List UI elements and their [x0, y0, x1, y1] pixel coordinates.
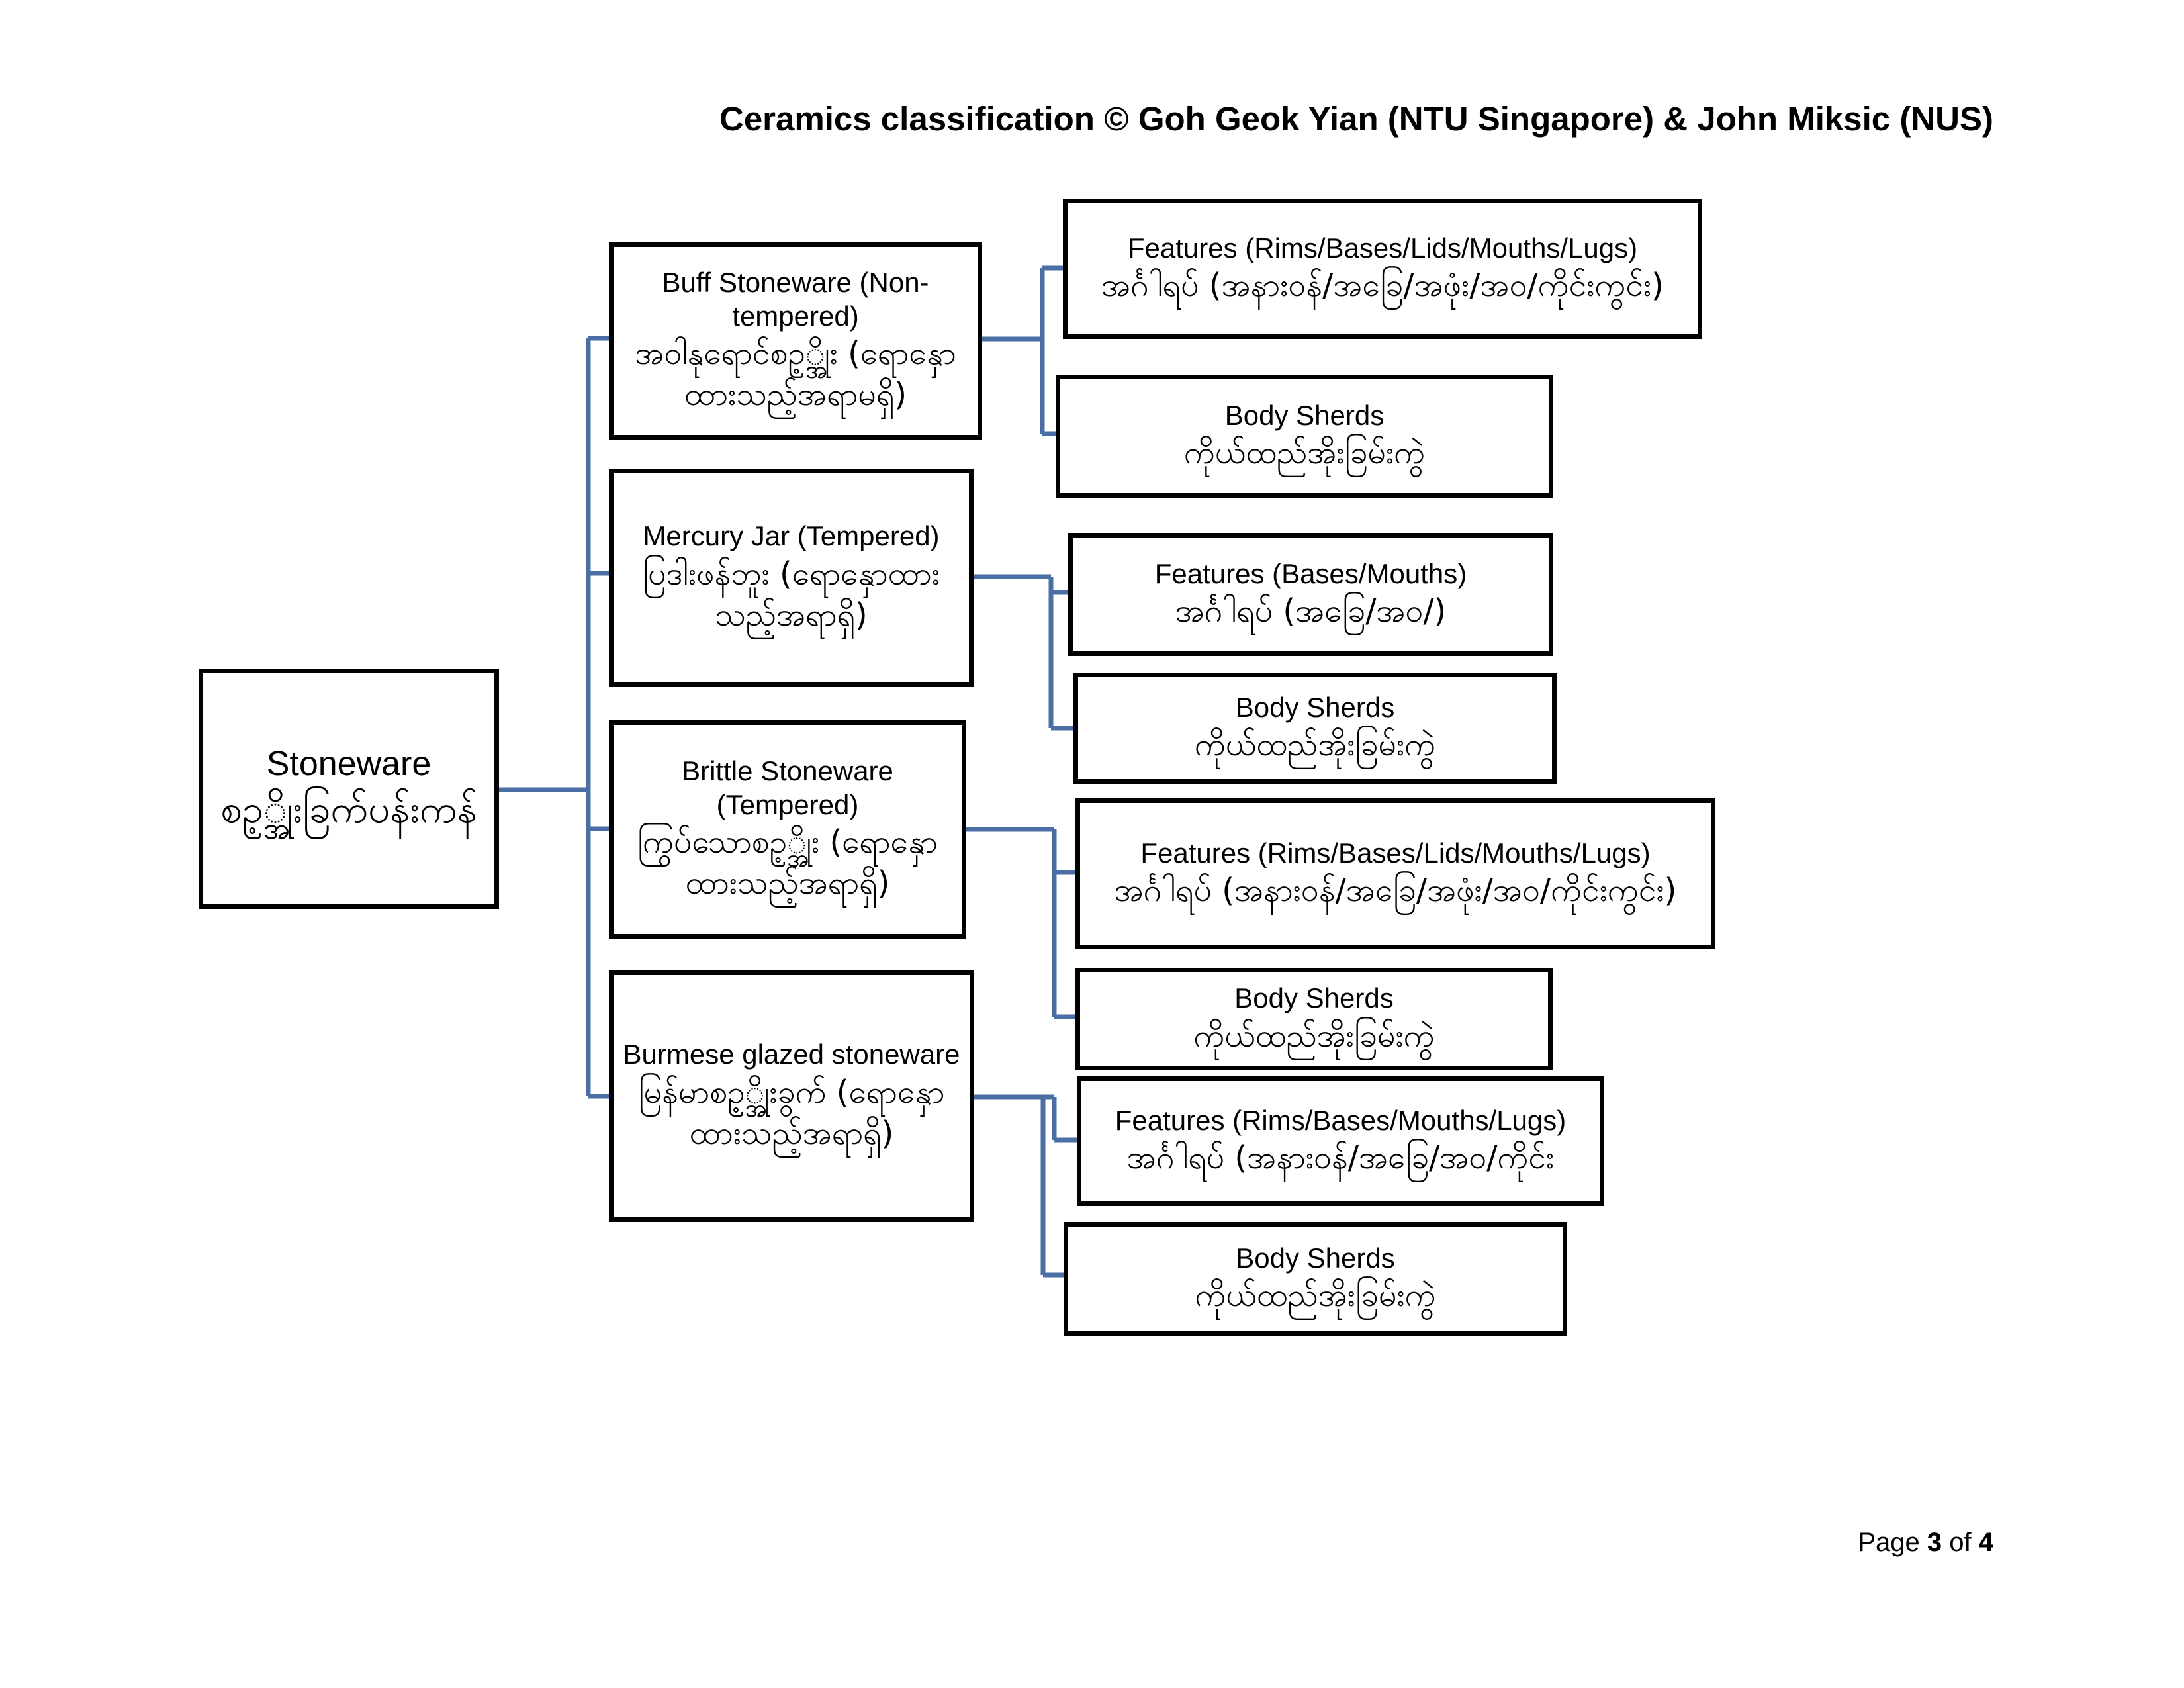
connector-group-4 [972, 1094, 1079, 1278]
root-label-en: Stoneware [266, 744, 432, 783]
category-label-en: Mercury Jar (Tempered) [643, 520, 940, 552]
category-label-my: ပြဒါးဖန်ဘူး (ရောနှောထားသည့်အရာရှိ) [643, 555, 940, 634]
leaf-body-sherds-2: Body Sherds ကိုယ်ထည်အိုးခြမ်းကွဲ [1073, 673, 1557, 784]
root-node: Stoneware စဥ့္အိုးခြက်ပန်းကန် [199, 669, 499, 909]
leaf-label-my: ကိုယ်ထည်အိုးခြမ်းကွဲ [1195, 1277, 1436, 1314]
leaf-label-en: Features (Rims/Bases/Lids/Mouths/Lugs) [1140, 837, 1651, 868]
category-label-en: Buff Stoneware (Non-tempered) [662, 267, 929, 332]
document-title: Ceramics classification © Goh Geok Yian … [719, 100, 1993, 138]
leaf-label-en: Body Sherds [1235, 691, 1395, 723]
leaf-label-my: အင်္ဂါရပ် (အနားဝန်/အခြေ/အဖုံး/အဝ/ကိုင်းက… [1101, 267, 1664, 304]
category-label-my: ကြွပ်သောစဥ့္အိုး (ရောနှောထားသည့်အရာရှိ) [637, 823, 938, 902]
leaf-features-1: Features (Rims/Bases/Lids/Mouths/Lugs) အ… [1063, 199, 1702, 339]
category-buff-stoneware: Buff Stoneware (Non-tempered) အဝါနုရောင်… [609, 242, 982, 440]
leaf-features-3: Features (Rims/Bases/Lids/Mouths/Lugs) အ… [1075, 798, 1715, 949]
page-number: Page 3 of 4 [1787, 1528, 1993, 1558]
leaf-label-en: Features (Bases/Mouths) [1154, 557, 1467, 589]
category-label-en: Brittle Stoneware (Tempered) [682, 755, 893, 820]
connector-group-3 [964, 827, 1077, 1019]
category-label-en: Burmese glazed stoneware [623, 1039, 960, 1070]
category-mercury-jar: Mercury Jar (Tempered) ပြဒါးဖန်ဘူး (ရောန… [609, 469, 974, 687]
leaf-label-en: Body Sherds [1224, 399, 1385, 431]
leaf-label-my: ကိုယ်ထည်အိုးခြမ်းကွဲ [1183, 434, 1426, 471]
leaf-label-en: Features (Rims/Bases/Lids/Mouths/Lugs) [1127, 232, 1638, 263]
connector-group-2 [972, 574, 1075, 731]
leaf-label-en: Features (Rims/Bases/Mouths/Lugs) [1115, 1104, 1567, 1136]
leaf-label-my: အင်္ဂါရပ် (အနားဝန်/အခြေ/အဖုံး/အဝ/ကိုင်းက… [1114, 872, 1677, 909]
page-total: 4 [1978, 1528, 1993, 1557]
leaf-label-my: ကိုယ်ထည်အိုးခြမ်းကွဲ [1194, 726, 1436, 763]
leaf-label-my: အင်္ဂါရပ် (အနားဝန်/အခြေ/အဝ/ကိုင်း [1126, 1139, 1555, 1176]
category-label-my: အဝါနုရောင်စဥ့္အိုး (ရောနှောထားသည့်အရာမရှ… [635, 335, 956, 414]
leaf-features-2: Features (Bases/Mouths) အင်္ဂါရပ် (အခြေ/… [1068, 533, 1553, 656]
leaf-features-4: Features (Rims/Bases/Mouths/Lugs) အင်္ဂါ… [1077, 1076, 1604, 1206]
category-brittle-stoneware: Brittle Stoneware (Tempered) ကြွပ်သောစဥ့… [609, 720, 966, 939]
leaf-label-my: ကိုယ်ထည်အိုးခြမ်းကွဲ [1193, 1017, 1435, 1055]
page-of: of [1949, 1528, 1972, 1557]
leaf-body-sherds-1: Body Sherds ကိုယ်ထည်အိုးခြမ်းကွဲ [1056, 375, 1553, 498]
category-burmese-glazed-stoneware: Burmese glazed stoneware မြန်မာစဥ့္အိုးခ… [609, 970, 974, 1222]
leaf-body-sherds-4: Body Sherds ကိုယ်ထည်အိုးခြမ်းကွဲ [1064, 1222, 1567, 1336]
leaf-label-en: Body Sherds [1236, 1242, 1395, 1274]
connector-group-1 [980, 265, 1065, 436]
category-label-my: မြန်မာစဥ့္အိုးခွက် (ရောနှောထားသည့်အရာရှိ… [638, 1073, 945, 1152]
page-current: 3 [1927, 1528, 1942, 1557]
root-label-my: စဥ့္အိုးခြက်ပန်းကန် [220, 786, 477, 831]
leaf-body-sherds-3: Body Sherds ကိုယ်ထည်အိုးခြမ်းကွဲ [1075, 968, 1553, 1070]
leaf-label-en: Body Sherds [1234, 982, 1394, 1014]
page-prefix: Page [1858, 1528, 1920, 1557]
leaf-label-my: အင်္ဂါရပ် (အခြေ/အဝ/) [1175, 592, 1447, 630]
